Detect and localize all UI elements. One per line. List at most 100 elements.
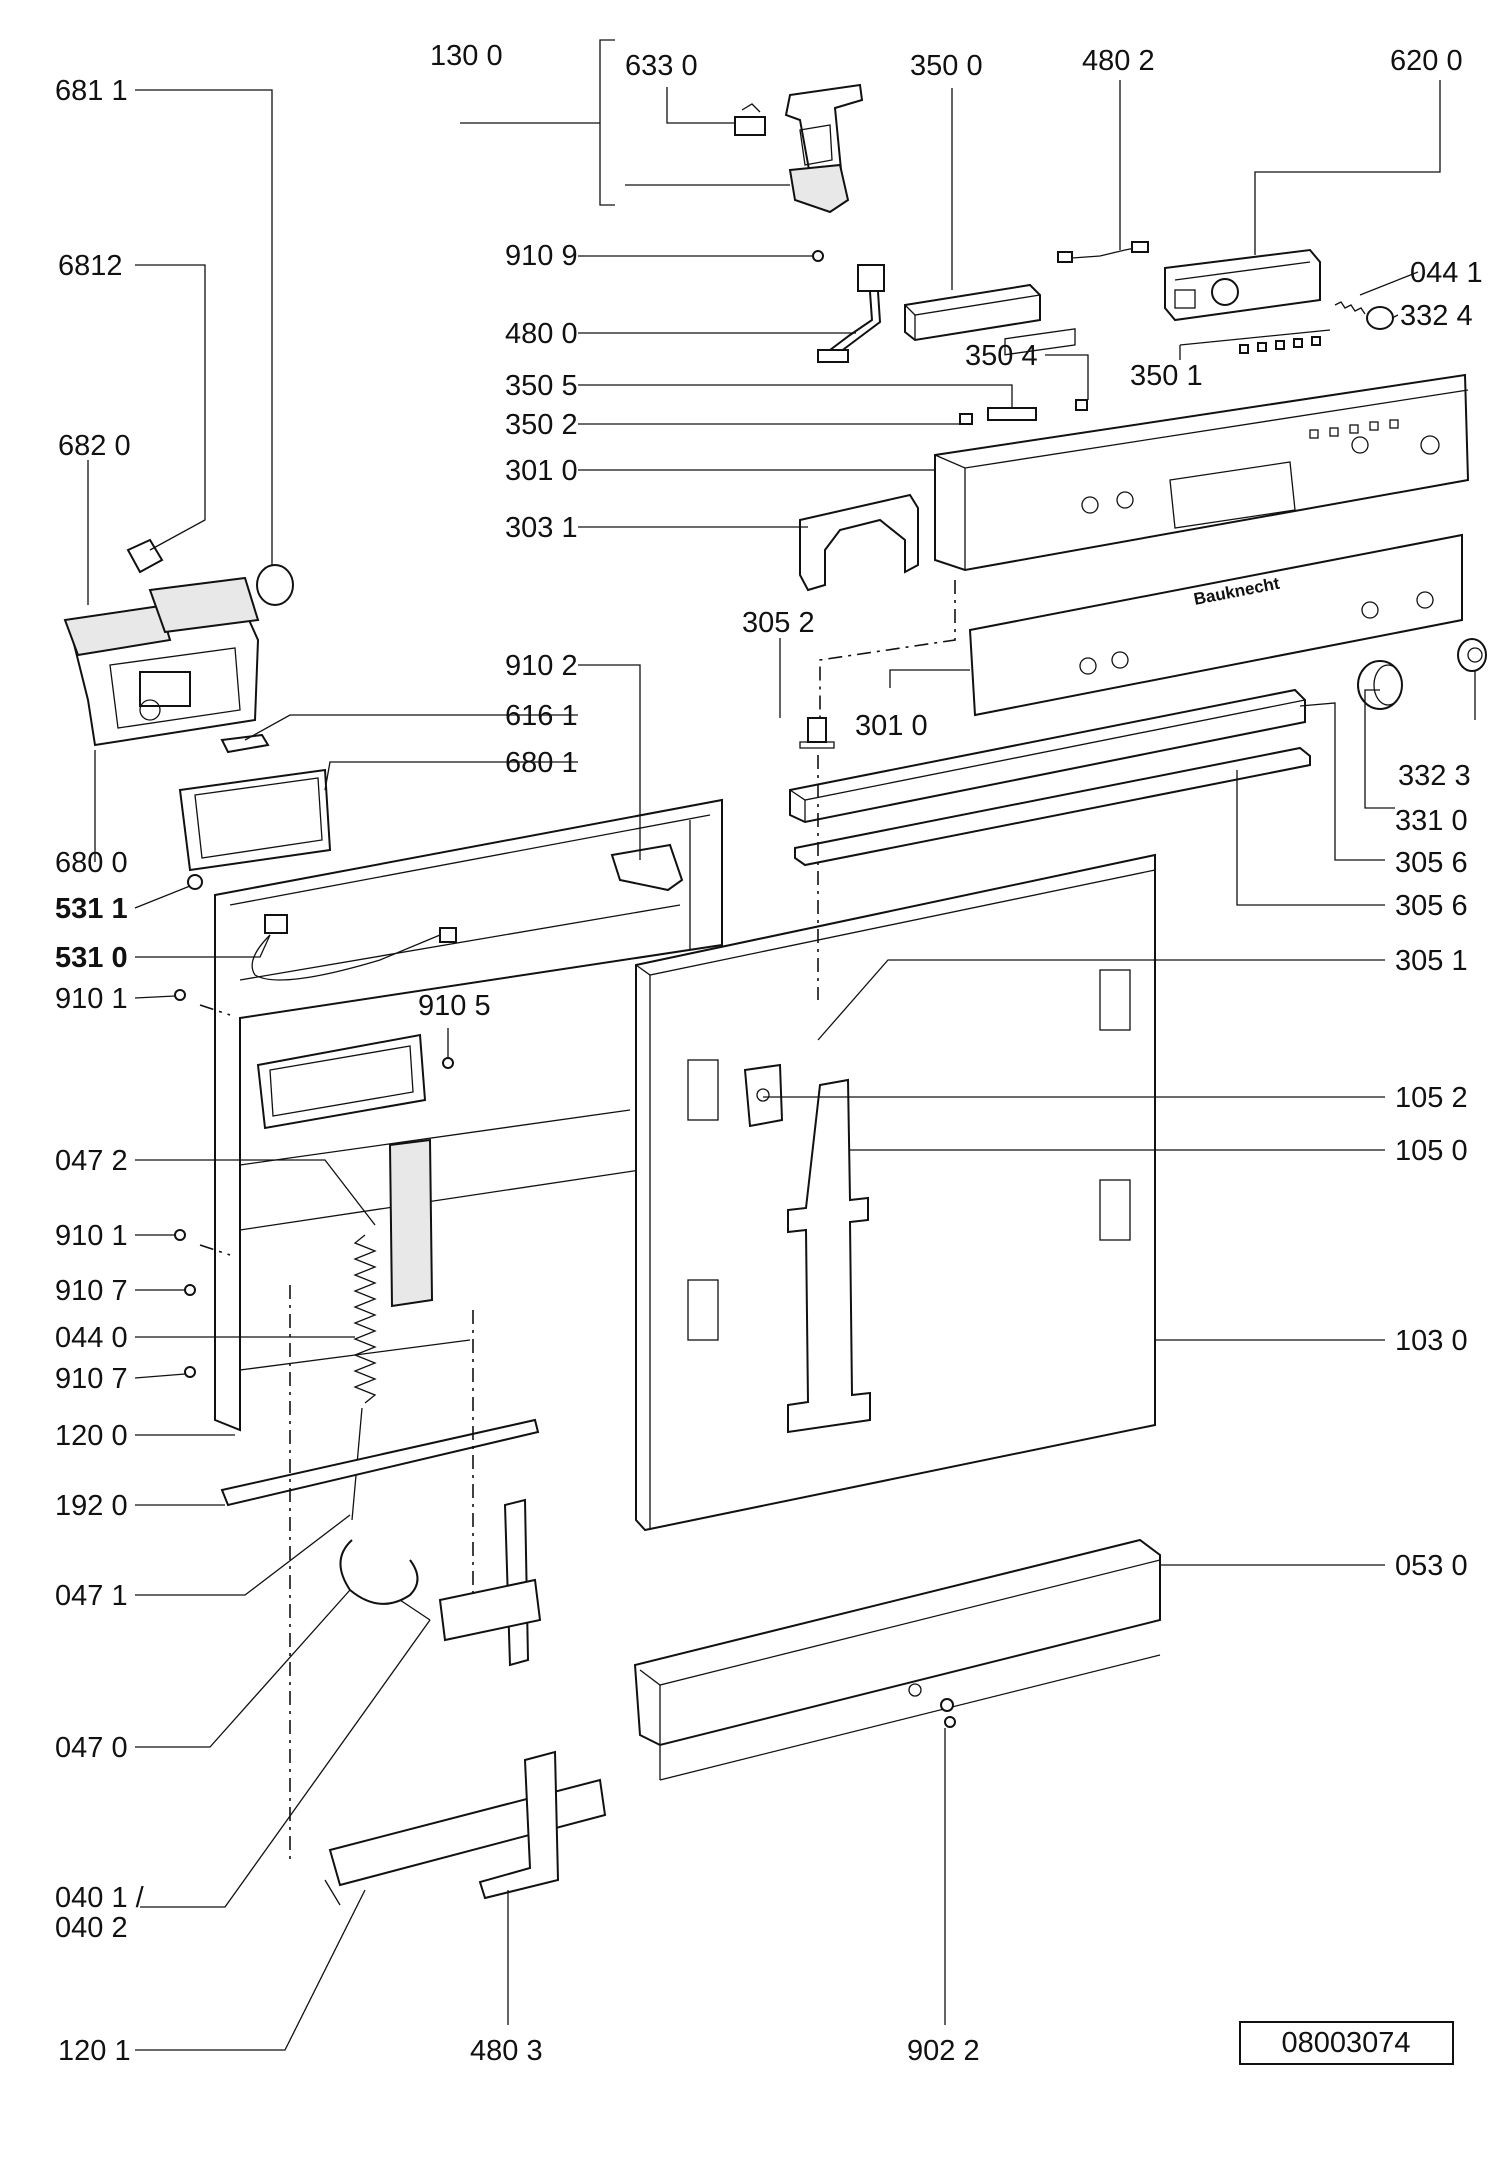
callout-6812: 6812 bbox=[58, 250, 123, 282]
callout-480-2: 480 2 bbox=[1082, 45, 1155, 77]
screw-910-5 bbox=[442, 1057, 454, 1069]
callout-305-6-upper: 305 6 bbox=[1395, 847, 1468, 879]
hinge-bracket bbox=[610, 843, 684, 892]
screw-910-7-lower bbox=[184, 1366, 196, 1378]
dispenser-lever bbox=[220, 733, 270, 754]
screw-910-1-upper bbox=[174, 989, 186, 1001]
drawing-number: 08003074 bbox=[1281, 2027, 1410, 2059]
control-module bbox=[904, 283, 1041, 342]
callout-301-0-front: 301 0 bbox=[855, 710, 928, 742]
callout-910-9: 910 9 bbox=[505, 240, 578, 272]
callout-910-7-upper: 910 7 bbox=[55, 1275, 128, 1307]
foot-bracket bbox=[478, 1750, 560, 1900]
callout-040-1: 040 1 / bbox=[55, 1882, 145, 1914]
screw-910-9 bbox=[812, 250, 824, 262]
callout-053-0: 053 0 bbox=[1395, 1550, 1468, 1582]
callout-910-1-lower: 910 1 bbox=[55, 1220, 128, 1252]
program-selector-unit bbox=[1164, 248, 1321, 322]
callout-047-1: 047 1 bbox=[55, 1580, 128, 1612]
knob-332-4 bbox=[1366, 306, 1394, 330]
callout-902-2: 902 2 bbox=[907, 2035, 980, 2067]
leader-lines bbox=[87, 39, 1476, 2051]
kick-plate bbox=[633, 1538, 1161, 1781]
callout-301-0-top: 301 0 bbox=[505, 455, 578, 487]
callout-305-6-lower: 305 6 bbox=[1395, 890, 1468, 922]
callout-120-0: 120 0 bbox=[55, 1420, 128, 1452]
callout-305-2: 305 2 bbox=[742, 607, 815, 639]
callout-332-4: 332 4 bbox=[1400, 300, 1473, 332]
callout-682-0: 682 0 bbox=[58, 430, 131, 462]
door-seal-rail bbox=[220, 1418, 540, 1507]
callout-130-0: 130 0 bbox=[430, 40, 503, 72]
callout-633-0: 633 0 bbox=[625, 50, 698, 82]
control-panel bbox=[934, 328, 1470, 572]
callout-910-7-lower: 910 7 bbox=[55, 1363, 128, 1395]
callout-681-1: 681 1 bbox=[55, 75, 128, 107]
door-reinforcement-bracket bbox=[787, 1078, 871, 1434]
lower-rail bbox=[794, 746, 1311, 867]
screw-910-1-lower bbox=[174, 1229, 186, 1241]
small-cable bbox=[1057, 241, 1149, 263]
door-switch bbox=[734, 103, 766, 136]
led-spacer bbox=[959, 413, 973, 425]
screw-910-7-upper bbox=[184, 1284, 196, 1296]
callout-350-5: 350 5 bbox=[505, 370, 578, 402]
selector-knob bbox=[1357, 660, 1403, 710]
door-lock-bracket bbox=[784, 83, 864, 214]
callout-044-0: 044 0 bbox=[55, 1322, 128, 1354]
callout-331-0: 331 0 bbox=[1395, 805, 1468, 837]
callout-047-0: 047 0 bbox=[55, 1732, 128, 1764]
callout-332-3: 332 3 bbox=[1398, 760, 1471, 792]
screw-902-2 bbox=[940, 1698, 956, 1728]
callout-480-0: 480 0 bbox=[505, 318, 578, 350]
callout-047-2: 047 2 bbox=[55, 1145, 128, 1177]
callout-480-3: 480 3 bbox=[470, 2035, 543, 2067]
callout-040-2: 040 2 bbox=[55, 1912, 128, 1944]
callout-120-1: 120 1 bbox=[58, 2035, 131, 2067]
upper-rail bbox=[789, 688, 1306, 824]
drawing-number-box bbox=[1239, 2021, 1454, 2065]
callout-620-0: 620 0 bbox=[1390, 45, 1463, 77]
callout-350-1: 350 1 bbox=[1130, 360, 1203, 392]
rinse-aid-cap bbox=[256, 564, 294, 606]
callout-044-1: 044 1 bbox=[1410, 257, 1483, 289]
dispenser-clip bbox=[126, 538, 164, 574]
callout-910-1-upper: 910 1 bbox=[55, 983, 128, 1015]
knob-cap bbox=[1457, 638, 1487, 672]
callout-labels: 681 1 6812 682 0 680 0 130 0 633 0 350 0… bbox=[55, 40, 1483, 2067]
spring-hook bbox=[339, 1539, 431, 1621]
door-handle bbox=[799, 493, 919, 592]
callout-350-0: 350 0 bbox=[910, 50, 983, 82]
nut-531-1 bbox=[187, 874, 203, 890]
hinge-arm bbox=[438, 1498, 542, 1667]
callout-531-1: 531 1 bbox=[55, 893, 128, 925]
callout-105-0: 105 0 bbox=[1395, 1135, 1468, 1167]
lower-trim bbox=[324, 1778, 607, 1906]
light-guides bbox=[1179, 329, 1331, 354]
detergent-dispenser bbox=[63, 576, 260, 747]
hinge-clip bbox=[799, 717, 835, 749]
callout-680-1: 680 1 bbox=[505, 747, 578, 779]
callout-531-0: 531 0 bbox=[55, 942, 128, 974]
callout-105-2: 105 2 bbox=[1395, 1082, 1468, 1114]
callout-303-1: 303 1 bbox=[505, 512, 578, 544]
door-spring bbox=[351, 1234, 377, 1521]
door-switch-cable bbox=[251, 914, 457, 981]
callout-910-2: 910 2 bbox=[505, 650, 578, 682]
inner-door-panel bbox=[214, 798, 723, 1432]
callout-350-4: 350 4 bbox=[965, 340, 1038, 372]
lock-catch bbox=[743, 1063, 784, 1128]
callout-680-0: 680 0 bbox=[55, 847, 128, 879]
wire-harness bbox=[817, 264, 885, 363]
dispenser-gasket bbox=[178, 768, 332, 872]
led-holder bbox=[987, 407, 1037, 421]
callout-616-1: 616 1 bbox=[505, 700, 578, 732]
spring-044-1 bbox=[1334, 301, 1366, 315]
callout-192-0: 192 0 bbox=[55, 1490, 128, 1522]
callout-305-1: 305 1 bbox=[1395, 945, 1468, 977]
small-lens bbox=[1075, 399, 1088, 411]
callout-910-5: 910 5 bbox=[418, 990, 491, 1022]
callout-103-0: 103 0 bbox=[1395, 1325, 1468, 1357]
